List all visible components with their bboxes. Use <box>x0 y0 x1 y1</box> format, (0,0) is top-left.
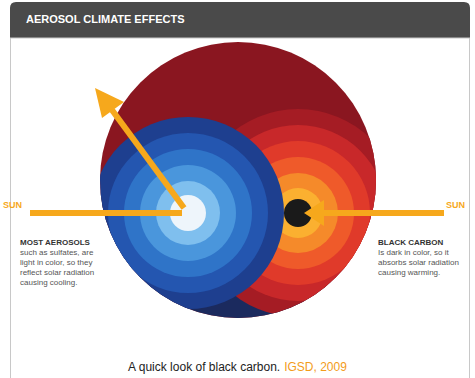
reflect-arrowhead <box>95 88 124 118</box>
absorb-arrowhead <box>304 200 324 226</box>
aerosol-heading: MOST AEROSOLS <box>20 238 90 247</box>
aerosol-body: such as sulfates, are light in color, so… <box>20 248 106 288</box>
sun-label: SUN <box>3 200 22 210</box>
header-title: AEROSOL CLIMATE EFFECTS <box>26 13 185 25</box>
sun-arrows <box>30 110 444 213</box>
carbon-body: Is dark in color, so it absorbs solar ra… <box>378 248 464 278</box>
caption-source: IGSD, 2009 <box>284 360 347 374</box>
caption: A quick look of black carbon. <box>128 360 280 374</box>
carbon-heading: BLACK CARBON <box>378 238 443 247</box>
header-bar <box>10 2 470 38</box>
sun-label: SUN <box>446 200 465 210</box>
yin-yang-circle <box>90 30 402 330</box>
